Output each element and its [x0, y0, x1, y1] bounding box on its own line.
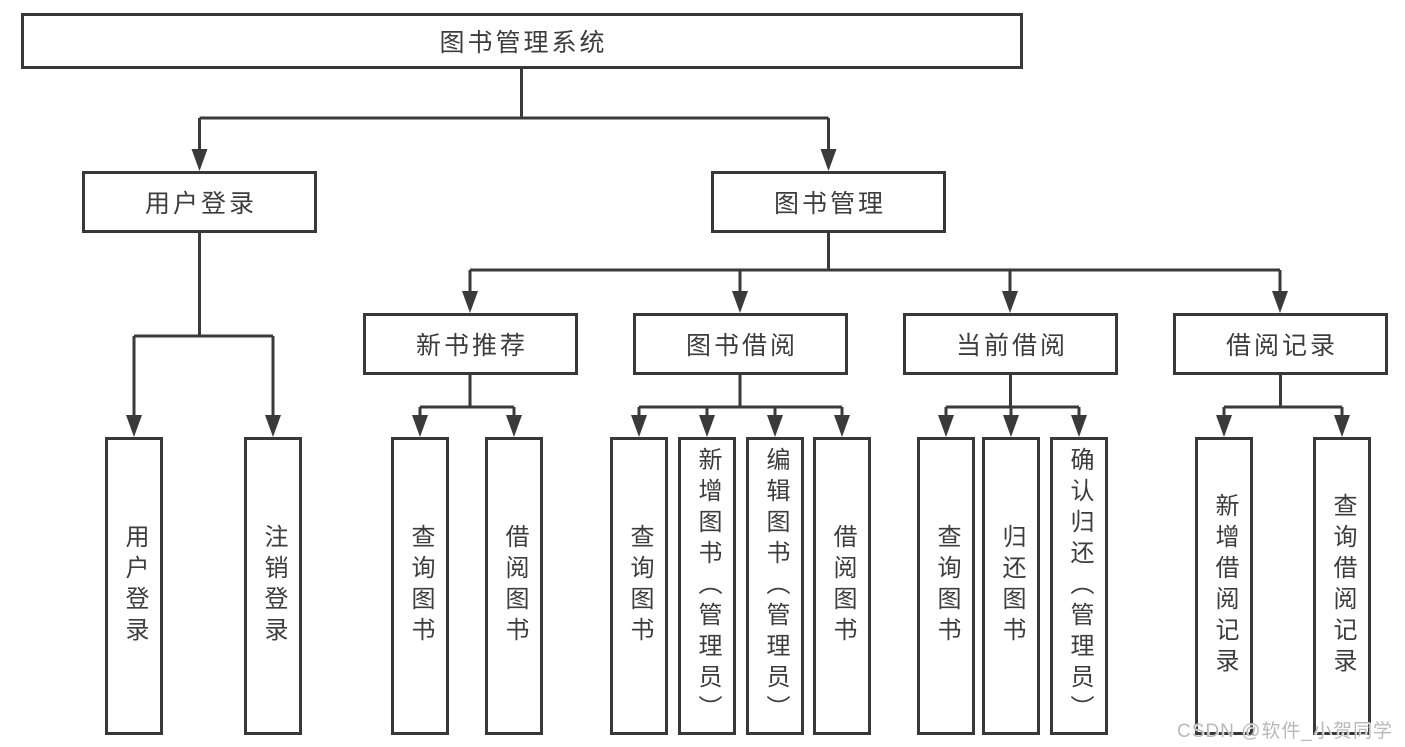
node-label: 当前借阅 — [955, 332, 1068, 360]
node-label: 用户登录 — [121, 524, 148, 648]
leaf-br-add-borrow-record: 新增借阅记录 — [1195, 437, 1253, 735]
node-label: 注销登录 — [260, 524, 287, 648]
node-current-borrowing: 当前借阅 — [903, 313, 1118, 375]
node-label: 查询图书 — [933, 524, 960, 648]
connector-borrow-records-branch — [1216, 375, 1350, 437]
leaf-nb-query-books: 查询图书 — [391, 437, 449, 735]
node-label: 查询图书 — [626, 524, 653, 648]
leaf-nb-borrow-books: 借阅图书 — [485, 437, 543, 735]
node-label: 借阅图书 — [501, 524, 528, 648]
node-label: 确认归还（管理员） — [1066, 446, 1093, 726]
connector-book-management-branch — [462, 233, 1288, 313]
node-label: 新书推荐 — [415, 332, 528, 360]
node-label: 用户登录 — [144, 190, 257, 218]
node-label: 图书借阅 — [685, 332, 798, 360]
node-book-borrowing: 图书借阅 — [633, 313, 848, 375]
connector-new-book-branch — [412, 375, 522, 437]
node-label: 新增图书（管理员） — [694, 446, 721, 726]
connector-current-borrow-branch — [938, 375, 1087, 437]
leaf-bb-query-books: 查询图书 — [610, 437, 668, 735]
leaf-logout: 注销登录 — [244, 437, 302, 735]
leaf-cb-return-books: 归还图书 — [982, 437, 1040, 735]
node-label: 归还图书 — [998, 524, 1025, 648]
node-book-management: 图书管理 — [711, 171, 946, 233]
node-label: 图书管理系统 — [439, 29, 608, 57]
node-label: 查询借阅记录 — [1329, 493, 1356, 679]
csdn-watermark: CSDN @软件_小贺同学 — [1177, 721, 1393, 742]
connector-book-borrow-branch — [631, 375, 850, 437]
node-label: 查询图书 — [407, 524, 434, 648]
connector-user-login-branch — [126, 233, 281, 437]
node-new-book-recommendation: 新书推荐 — [363, 313, 578, 375]
node-borrowing-records: 借阅记录 — [1173, 313, 1388, 375]
leaf-bb-add-books-admin: 新增图书（管理员） — [678, 437, 736, 735]
leaf-bb-edit-books-admin: 编辑图书（管理员） — [746, 437, 804, 735]
node-root-library-system: 图书管理系统 — [21, 13, 1023, 69]
node-label: 图书管理 — [773, 190, 886, 218]
node-label: 编辑图书（管理员） — [762, 446, 789, 726]
leaf-bb-borrow-books: 借阅图书 — [813, 437, 871, 735]
connector-root-to-level2 — [191, 69, 837, 171]
leaf-cb-confirm-return-admin: 确认归还（管理员） — [1050, 437, 1108, 735]
leaf-cb-query-books: 查询图书 — [917, 437, 975, 735]
node-label: 借阅记录 — [1225, 332, 1338, 360]
leaf-user-login: 用户登录 — [105, 437, 163, 735]
leaf-br-query-borrow-record: 查询借阅记录 — [1313, 437, 1371, 735]
node-label: 借阅图书 — [829, 524, 856, 648]
node-user-login: 用户登录 — [82, 171, 317, 233]
node-label: 新增借阅记录 — [1211, 493, 1238, 679]
